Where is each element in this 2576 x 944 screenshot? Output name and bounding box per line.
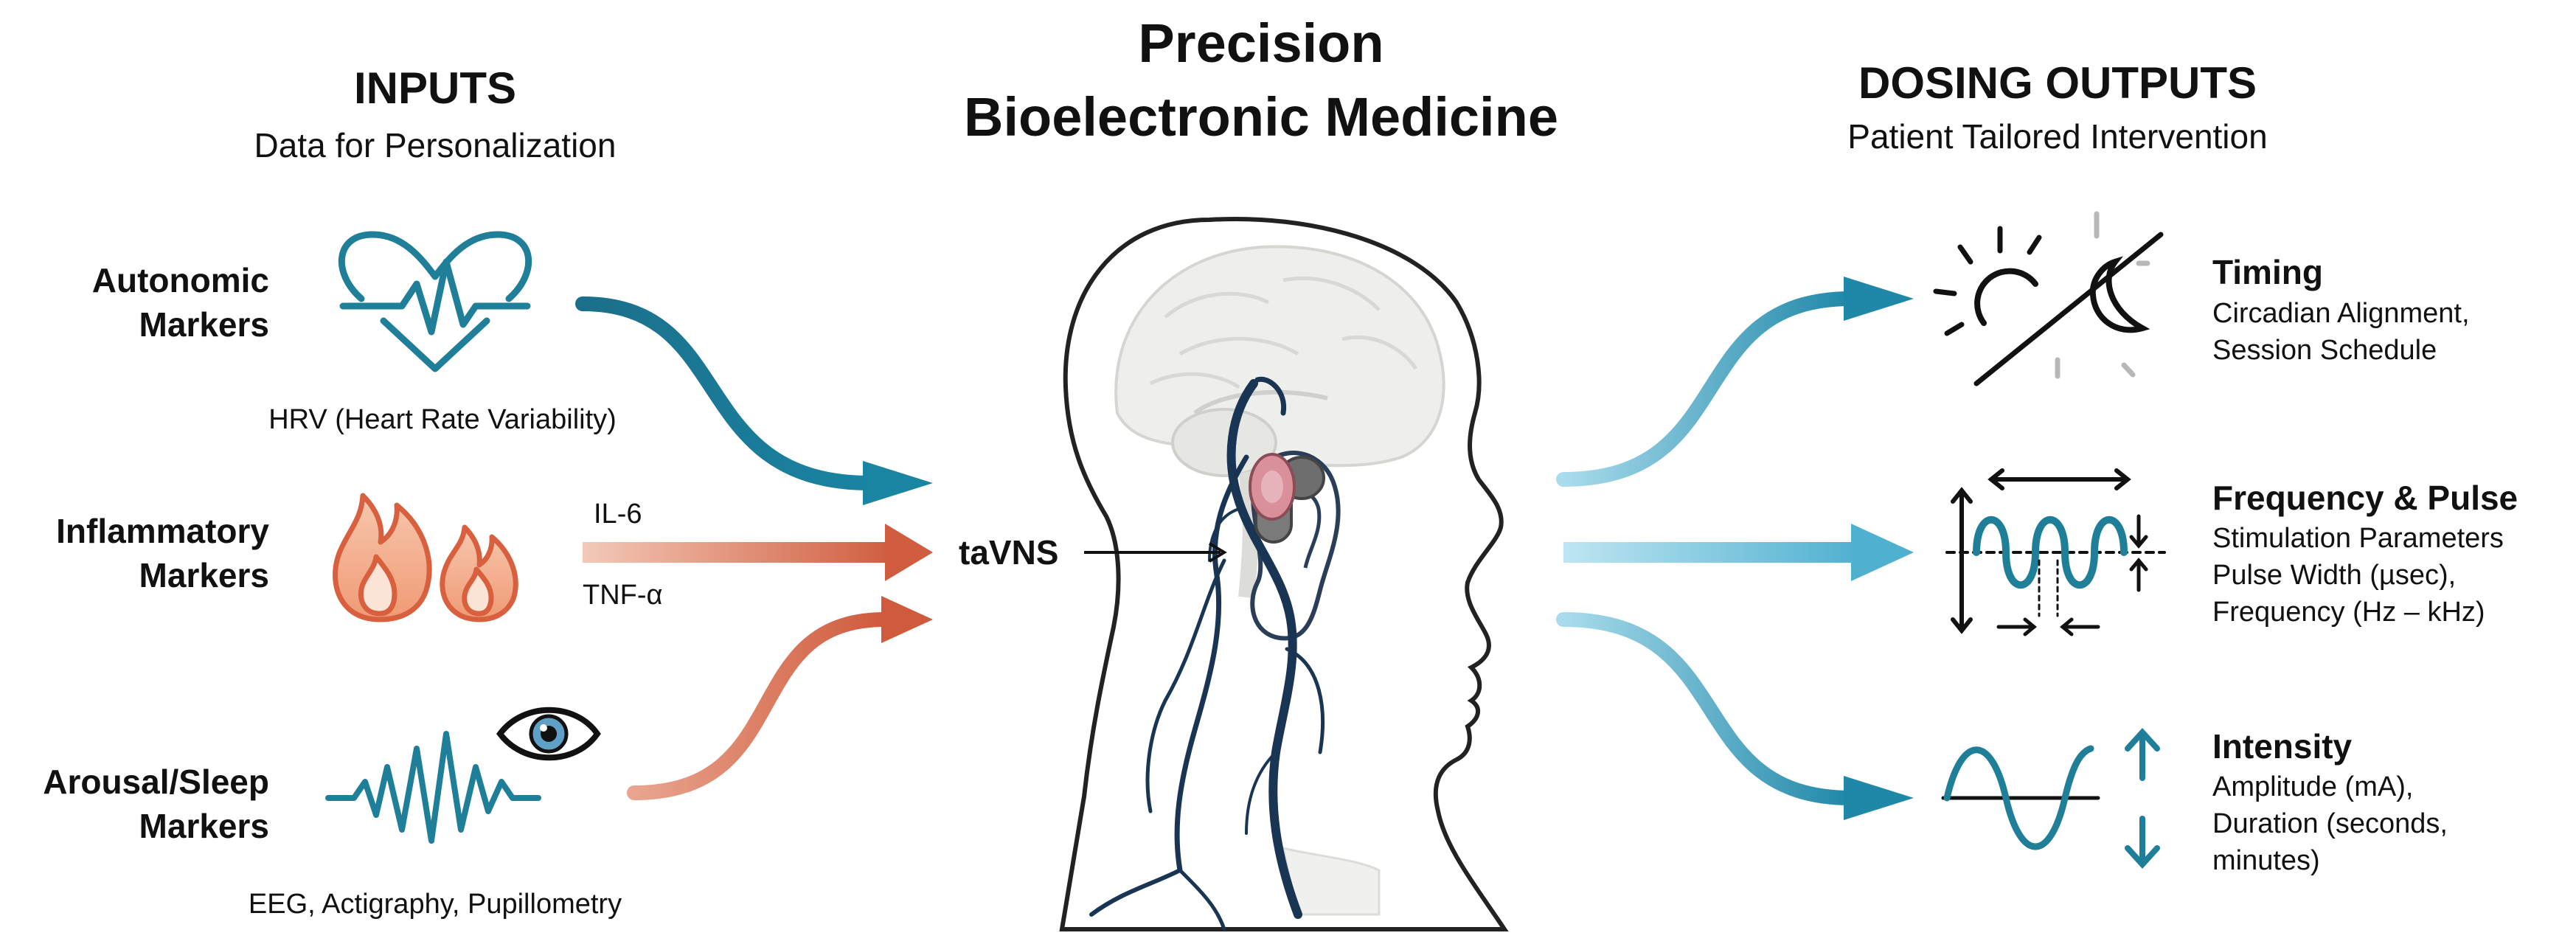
- timing-desc-line-2: Session Schedule: [2212, 335, 2437, 366]
- brainwave-eye-icon: [325, 707, 601, 844]
- arrow-intensity: [1556, 612, 1914, 820]
- intensity-desc-line-2: Duration (seconds,: [2212, 808, 2448, 839]
- timing-desc-line-1: Circadian Alignment,: [2212, 298, 2470, 329]
- arrow-inflammatory: [583, 524, 933, 581]
- autonomic-label-line-2: Markers: [139, 305, 269, 344]
- marker-il6: IL-6: [594, 499, 642, 530]
- title-line-2: Bioelectronic Medicine: [964, 86, 1558, 148]
- frequency-desc-line-3: Frequency (Hz – kHz): [2212, 597, 2485, 628]
- inputs-heading: INPUTS: [353, 63, 517, 113]
- intensity-title: Intensity: [2212, 727, 2353, 766]
- outputs-subheading: Patient Tailored Intervention: [1847, 117, 2268, 156]
- autonomic-label-line-1: Autonomic: [91, 261, 269, 299]
- outputs-heading: DOSING OUTPUTS: [1858, 58, 2257, 108]
- tavns-pointer: [1084, 542, 1227, 563]
- marker-tnf: TNF-α: [583, 580, 663, 611]
- title-line-1: Precision: [1138, 13, 1384, 74]
- arrow-autonomic: [575, 296, 933, 505]
- sun-moon-icon: [1933, 211, 2164, 386]
- vagus-nerve: [1089, 376, 1325, 931]
- timing-desc: Circadian Alignment, Session Schedule: [2212, 295, 2470, 369]
- autonomic-label: Autonomic Markers: [15, 258, 269, 347]
- autonomic-caption: HRV (Heart Rate Variability): [268, 404, 617, 435]
- arrow-arousal: [627, 596, 933, 800]
- timing-title: Timing: [2212, 253, 2323, 291]
- intensity-desc: Amplitude (mA), Duration (seconds, minut…: [2212, 768, 2448, 879]
- pulse-wave-icon: [1945, 468, 2166, 636]
- inputs-subheading: Data for Personalization: [254, 126, 617, 164]
- arousal-label-line-1: Arousal/Sleep: [43, 763, 269, 801]
- arrow-timing: [1556, 277, 1914, 487]
- arousal-label-line-2: Markers: [139, 807, 269, 845]
- flame-icon: [333, 493, 518, 622]
- inflammatory-label-line-1: Inflammatory: [56, 512, 269, 550]
- frequency-desc: Stimulation Parameters Pulse Width (µsec…: [2212, 520, 2504, 631]
- sine-amplitude-icon: [1941, 728, 2160, 869]
- earbud-device: [1249, 453, 1325, 544]
- heart-pulse-icon: [338, 231, 532, 372]
- frequency-desc-line-1: Stimulation Parameters: [2212, 523, 2504, 554]
- arrow-frequency: [1563, 524, 1914, 581]
- intensity-desc-line-1: Amplitude (mA),: [2212, 771, 2414, 802]
- arousal-caption: EEG, Actigraphy, Pupillometry: [248, 889, 622, 920]
- frequency-title: Frequency & Pulse: [2212, 479, 2518, 517]
- frequency-desc-line-2: Pulse Width (µsec),: [2212, 560, 2457, 591]
- tavns-label: taVNS: [959, 533, 1059, 572]
- arousal-label: Arousal/Sleep Markers: [0, 760, 269, 848]
- inflammatory-label: Inflammatory Markers: [15, 509, 269, 597]
- intensity-desc-line-3: minutes): [2212, 845, 2320, 876]
- inflammatory-label-line-2: Markers: [139, 556, 269, 594]
